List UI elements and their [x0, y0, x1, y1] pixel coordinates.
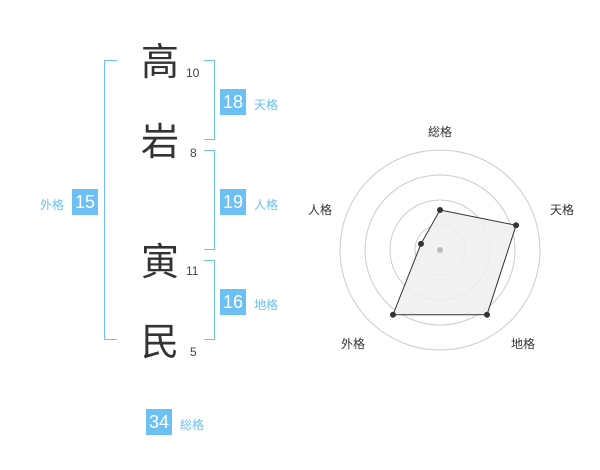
jinkaku-value: 19 — [220, 189, 247, 215]
soukaku-value: 34 — [146, 409, 173, 435]
gaikaku-value: 15 — [72, 189, 99, 215]
gaikaku-label: 外格 — [40, 198, 65, 212]
chikaku-value: 16 — [220, 289, 247, 315]
name-char-1: 高 — [140, 40, 179, 84]
radar-ring-4 — [339, 149, 541, 351]
tenkaku-label: 天格 — [254, 98, 279, 112]
radar-label-gaikaku: 外格 — [341, 337, 366, 351]
name-char-2: 岩 — [140, 120, 179, 164]
stroke-count-1: 10 — [186, 66, 200, 80]
radar-label-chikaku: 地格 — [511, 337, 536, 351]
tenkaku-value: 18 — [220, 89, 247, 115]
radar-center-dot — [437, 247, 443, 253]
radar-point-2 — [513, 222, 520, 229]
chikaku-label: 地格 — [254, 298, 279, 312]
radar-label-jinkaku: 人格 — [308, 203, 333, 217]
stroke-count-4: 5 — [190, 345, 197, 359]
name-char-3: 寅 — [140, 240, 179, 284]
stroke-count-2: 8 — [190, 146, 197, 160]
soukaku-label: 総格 — [180, 418, 205, 432]
jinkaku-label: 人格 — [254, 198, 279, 212]
radar-ring-3 — [364, 174, 516, 326]
chikaku-bracket — [204, 260, 215, 340]
radar-point-4 — [389, 311, 396, 318]
tenkaku-bracket — [204, 60, 215, 140]
radar-point-3 — [484, 311, 491, 318]
radar-point-1 — [437, 207, 443, 213]
gaikaku-bracket — [104, 60, 117, 340]
radar-point-5 — [417, 240, 424, 247]
name-char-4: 民 — [140, 320, 179, 364]
radar-label-tenkaku: 天格 — [550, 203, 575, 217]
jinkaku-bracket — [204, 150, 215, 250]
radar-label-soukaku: 総格 — [428, 125, 453, 139]
stroke-count-3: 11 — [186, 264, 199, 278]
radar-area — [392, 209, 517, 316]
